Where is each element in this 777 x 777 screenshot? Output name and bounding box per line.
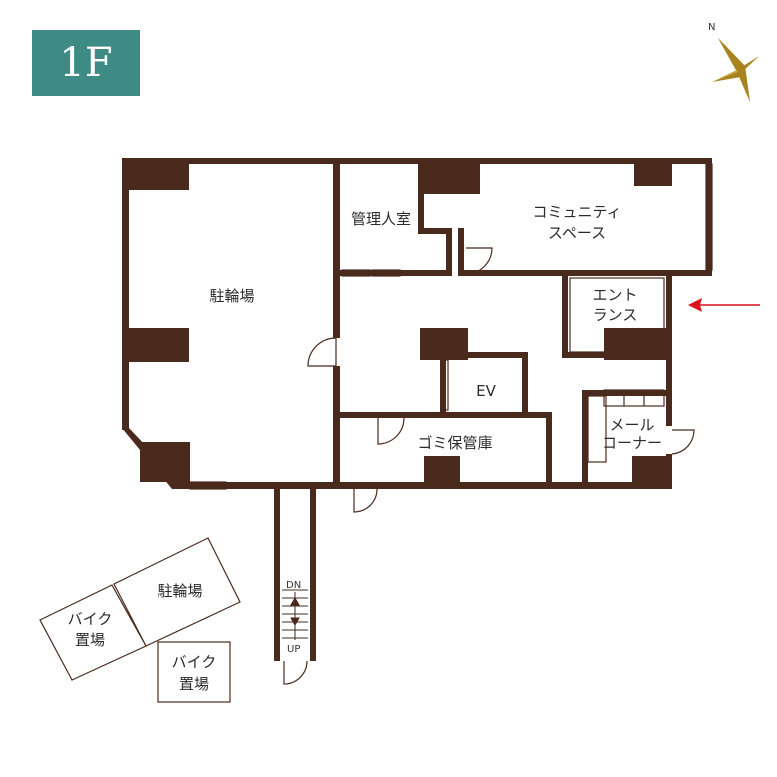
staircase (282, 589, 308, 640)
room-mail-line1: メール (609, 416, 654, 434)
floor-label: 1F (59, 40, 113, 86)
outdoor-bike-area-2 (157, 641, 231, 703)
mailbox-shelf (587, 389, 665, 463)
stairs-up-label: UP (287, 644, 300, 655)
building-walls (122, 158, 712, 661)
room-entrance-line2: ランス (593, 306, 638, 324)
outdoor-bike-area-1-line2: 置場 (75, 631, 105, 649)
compass-north-label: N (708, 22, 715, 33)
compass-icon: N (708, 22, 759, 102)
room-elevator: EV (476, 382, 496, 400)
room-community-line2: スペース (548, 224, 606, 242)
outdoor-areas (39, 537, 241, 703)
stairs-down-label: DN (286, 580, 301, 591)
room-mail-line2: コーナー (602, 434, 662, 452)
windows (189, 163, 713, 490)
entrance-arrow-icon (688, 298, 760, 312)
room-garbage-storage: ゴミ保管庫 (417, 434, 492, 452)
outdoor-bicycle-parking-label: 駐輪場 (157, 582, 202, 600)
outdoor-bicycle-parking (113, 537, 241, 647)
outdoor-bike-area-2-line1: バイク (172, 653, 217, 671)
doors (283, 247, 695, 685)
outdoor-bike-area-1-line1: バイク (68, 610, 113, 628)
room-manager: 管理人室 (351, 210, 411, 228)
room-community-line1: コミュニティ (532, 203, 621, 221)
room-bicycle-parking: 駐輪場 (209, 287, 254, 305)
outdoor-bike-area-1 (39, 584, 147, 681)
floor-badge: 1F (32, 30, 140, 96)
room-entrance-line1: エント (592, 286, 637, 304)
outdoor-bike-area-2-line2: 置場 (179, 675, 209, 693)
